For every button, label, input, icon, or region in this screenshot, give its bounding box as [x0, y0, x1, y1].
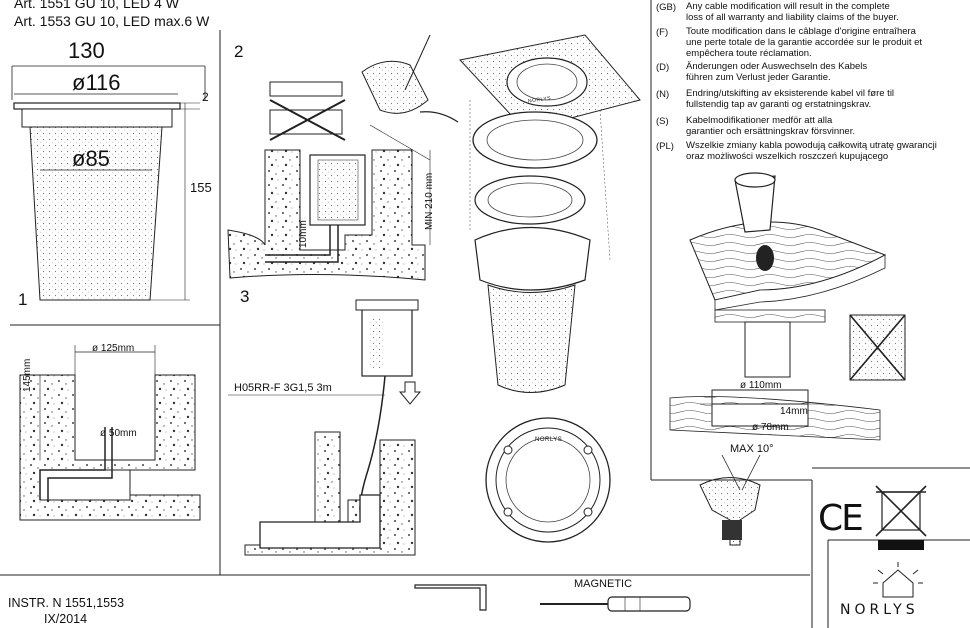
warning-f-line-2: une perte totale de la garantie accordée… — [686, 37, 923, 48]
product-dimension-view — [11, 65, 206, 301]
lang-code-n: (N) — [656, 89, 670, 100]
weee-bin-icon — [875, 485, 927, 550]
lang-code-f: (F) — [656, 27, 669, 38]
instruction-date: IX/2014 — [44, 612, 88, 626]
hole-depth-label: 145mm — [22, 358, 33, 392]
dim-height: 155 — [190, 180, 212, 195]
wood-hole-inner-label: ø 78mm — [752, 422, 789, 433]
dim-top-width: 130 — [68, 38, 105, 63]
dim-flange-diameter: ø116 — [72, 70, 121, 95]
drain-diameter-label: ø 50mm — [100, 428, 137, 439]
wood-hole-outer-label: ø 110mm — [740, 380, 782, 391]
norlys-logo-text: NORLYS — [840, 602, 919, 618]
mounting-ring-view — [485, 417, 611, 543]
article-line-2: Art. 1553 GU 10, LED max.6 W — [14, 13, 210, 29]
cable-gap-label: 10mm — [298, 220, 309, 248]
screwdriver-icon — [540, 596, 691, 612]
cable-spec-label: H05RR-F 3G1,5 3m — [234, 382, 332, 394]
allen-key-icon — [414, 584, 487, 611]
ce-mark: CE — [818, 498, 864, 539]
hole-diameter-label: ø 125mm — [92, 343, 135, 354]
installation-step-3 — [228, 299, 422, 556]
lang-code-d: (D) — [656, 62, 670, 73]
step-number-1: 1 — [18, 290, 28, 309]
article-line-1: Art. 1551 GU 10, LED 4 W — [14, 0, 179, 11]
warning-s-line-1: Kabelmodifikationer medför att alla — [686, 115, 833, 126]
warning-d-line-1: Änderungen oder Auswechseln des Kabels — [686, 61, 868, 72]
lang-code-s: (S) — [656, 116, 669, 127]
warning-gb-line-1: Any cable modification will result in th… — [686, 1, 890, 12]
max-tilt-label: MAX 10° — [730, 443, 774, 455]
instruction-number: INSTR. N 1551,1553 — [8, 596, 125, 610]
step-number-2: 2 — [234, 42, 244, 61]
norlys-logo-icon — [873, 562, 923, 598]
step-number-3: 3 — [240, 287, 250, 306]
warning-f-line-3: empêchera toute réclamation. — [686, 48, 812, 59]
lang-code-gb: (GB) — [656, 2, 677, 13]
warning-f-line-1: Toute modification dans le câblage d'ori… — [686, 26, 916, 37]
warning-pl-line-2: oraz możliwości wszelkich roszczeń kupuj… — [686, 151, 889, 162]
wood-installation-view — [669, 172, 906, 546]
warning-d-line-2: führen zum Verlust jeder Garantie. — [686, 72, 831, 83]
warning-n-line-1: Endring/utskifting av eksisterende kabel… — [686, 88, 895, 99]
ring-brand-label: NORLYS — [535, 437, 563, 443]
dim-body-diameter: ø85 — [72, 146, 110, 171]
exploded-view — [419, 34, 641, 393]
warning-gb-line-2: loss of all warranty and liability claim… — [686, 12, 899, 23]
min-depth-label: MIN 210 mm — [424, 172, 435, 230]
lang-code-pl: (PL) — [656, 141, 674, 152]
warning-n-line-2: fullstendig tap av garanti og erstatning… — [686, 99, 872, 110]
wood-thickness-label: 14mm — [780, 406, 808, 417]
warning-s-line-2: garantier och ersättningskrav försvinner… — [686, 126, 855, 137]
warning-pl-line-1: Wszelkie zmiany kabla powodują całkowitą… — [686, 140, 937, 151]
dim-flange-thickness: 2 — [202, 90, 209, 104]
installation-step-2 — [227, 34, 431, 281]
magnetic-label: MAGNETIC — [574, 578, 633, 590]
hole-section-view — [19, 345, 201, 521]
